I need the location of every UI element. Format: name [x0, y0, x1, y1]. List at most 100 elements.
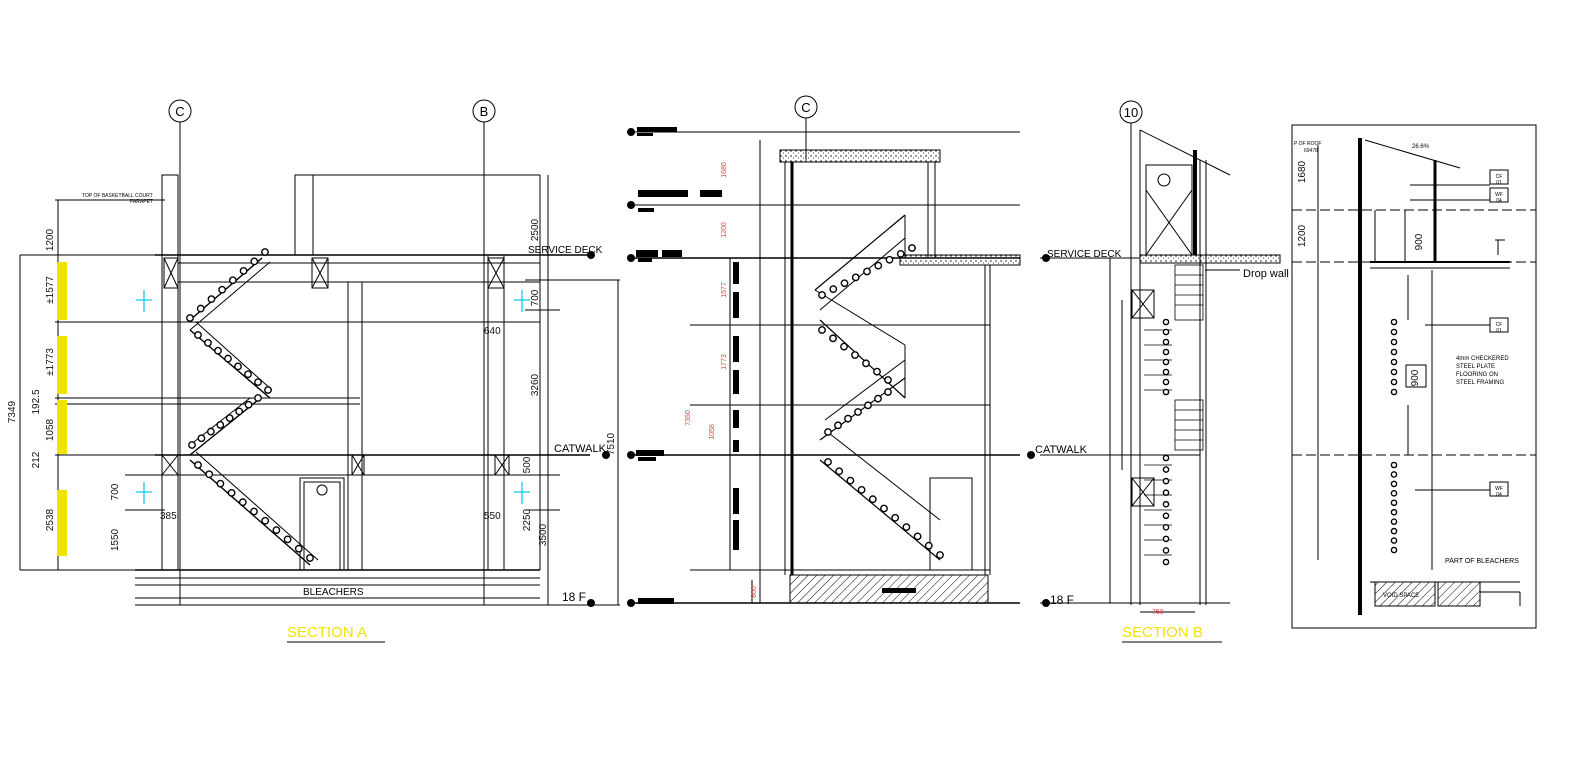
section-cut-markers — [136, 290, 530, 504]
dim-mid-7350: 7350 — [685, 410, 692, 426]
section-mid — [627, 95, 1021, 607]
dim-mid-1200: 1200 — [721, 222, 728, 238]
stair-number-marker — [1390, 378, 1398, 386]
note-drop-wall: Drop wall — [1243, 268, 1289, 280]
note-parapet: PARAPET — [130, 199, 153, 205]
stair-nosing — [1162, 535, 1170, 543]
note-checkered-2: STEEL PLATE — [1456, 364, 1495, 370]
stair-nosing — [194, 331, 202, 339]
stair-nosing — [1162, 454, 1170, 462]
level-service-deck-b: SERVICE DECK — [1047, 249, 1122, 260]
stair-nosing — [207, 295, 216, 304]
stair-nosing — [218, 285, 227, 294]
stair-nosing — [818, 291, 826, 299]
stair-nosing — [244, 400, 253, 409]
dim-1550: 1550 — [110, 528, 121, 551]
note-top-roof-elev: 69478 — [1304, 148, 1318, 154]
stair-nosing — [1162, 558, 1170, 566]
stair-number-marker — [1390, 490, 1398, 497]
level-floor-a: 18 F — [562, 590, 586, 604]
stair-nosing — [239, 266, 248, 275]
dim-7510: 7510 — [606, 432, 617, 455]
dim-1577: ±1577 — [45, 276, 56, 304]
stair-nosing — [854, 408, 862, 416]
stair-nosing — [204, 338, 212, 347]
stair-nosing — [254, 394, 262, 402]
stair-nosing — [224, 354, 232, 363]
tag-cf-1-num: 01 — [1496, 180, 1502, 186]
stair-number-marker — [1390, 358, 1398, 366]
level-floor-b: 18 F — [1050, 593, 1074, 607]
stair-nosing — [840, 279, 849, 288]
stair-nosing — [840, 342, 848, 351]
stair-nosing — [228, 276, 237, 285]
stair-nosing — [1162, 368, 1170, 376]
dim-3260: 3260 — [530, 373, 541, 396]
stair-nosing — [261, 248, 269, 256]
stair-nosing — [196, 304, 205, 313]
stair-nosing — [238, 498, 247, 507]
dim-700-right: 700 — [530, 289, 541, 306]
tag-cf-2: CF — [1496, 322, 1503, 328]
grid-label-b: B — [480, 104, 489, 119]
stair-nosing — [1162, 348, 1170, 356]
stair-number-marker — [1390, 338, 1398, 346]
level-service-deck-a: SERVICE DECK — [528, 245, 603, 256]
stair-nosing — [254, 378, 262, 387]
stair-nosing — [1162, 512, 1170, 520]
stair-nosing — [234, 362, 242, 371]
tag-wf-1: WF — [1495, 192, 1503, 198]
stair-number-marker — [1390, 368, 1398, 376]
dim-2538: 2538 — [45, 508, 56, 531]
stair-number-marker — [1390, 318, 1398, 326]
stair-nosing — [306, 554, 314, 562]
tag-wf-2: WF — [1495, 486, 1503, 492]
tag-cf-1: CF — [1496, 174, 1503, 180]
stair-nosing — [283, 535, 292, 544]
stair-number-marker — [1390, 328, 1398, 336]
stair-nosing — [896, 249, 905, 258]
dim-mid-1577: 1577 — [721, 282, 728, 298]
level-catwalk-b: CATWALK — [1035, 444, 1088, 456]
note-top-roof: P OF ROOF — [1294, 141, 1321, 147]
stair-nosing — [272, 526, 281, 534]
note-top-court: TOP OF BASKETBALL COURT — [82, 193, 153, 199]
stair-nosing — [913, 532, 922, 541]
dim-500: 500 — [522, 456, 533, 473]
stair-nosing — [1162, 358, 1170, 366]
stair-nosings-mid — [818, 244, 944, 559]
stair-number-marker — [1390, 480, 1398, 488]
stair-nosing — [873, 367, 881, 376]
note-void-space: VOID SPACE — [1383, 593, 1419, 599]
tag-cf-2-num: 01 — [1496, 328, 1502, 334]
labels: C B C 10 TOP OF BASKETBALL COURT PARAPET… — [7, 100, 1519, 643]
stair-nosing — [902, 523, 911, 531]
dim-1773: ±1773 — [45, 348, 56, 376]
stair-number-marker — [1390, 508, 1398, 516]
stair-nosing — [936, 551, 944, 559]
stair-nosing — [862, 359, 870, 368]
grid-label-c-mid: C — [801, 100, 810, 115]
stair-number-marker — [1390, 348, 1398, 356]
stair-nosing — [250, 257, 259, 266]
stair-nosing — [874, 394, 882, 403]
label-bleachers: BLEACHERS — [303, 587, 364, 598]
stair-nosing — [264, 386, 272, 394]
level-catwalk-a: CATWALK — [554, 443, 607, 455]
stair-nosing — [1162, 466, 1170, 473]
dim-3500: 3500 — [538, 523, 549, 546]
stair-nosing — [829, 334, 837, 343]
stair-number-marker — [1390, 518, 1398, 525]
stair-number-marker — [1390, 388, 1398, 396]
tag-wf-2-num: 04 — [1496, 492, 1502, 498]
stair-nosing — [194, 461, 202, 469]
stair-nosing — [835, 467, 844, 476]
stair-nosing — [908, 244, 916, 252]
stair-number-marker — [1390, 471, 1398, 478]
dim-1925: 192.5 — [31, 389, 42, 414]
stair-number-marker — [1390, 546, 1398, 554]
dim-mid-1680: 1680 — [721, 162, 728, 178]
stair-nosing — [1162, 318, 1170, 326]
dim-det-900-a: 900 — [1414, 233, 1425, 250]
